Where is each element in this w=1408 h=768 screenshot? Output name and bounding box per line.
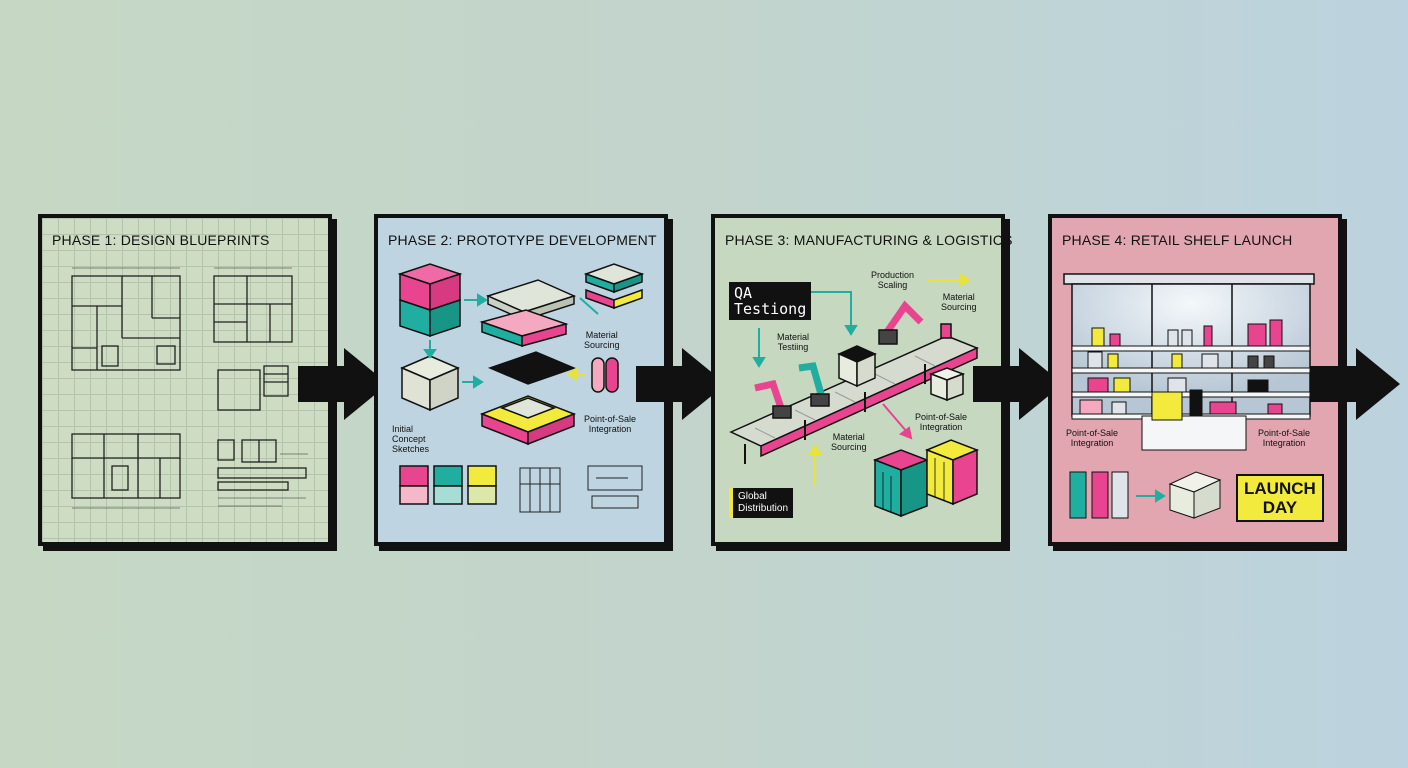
prototype-illustrations xyxy=(397,263,645,513)
point-of-sale-right-label: Point-of-Sale Integration xyxy=(1258,428,1310,448)
point-of-sale-left-label: Point-of-Sale Integration xyxy=(1066,428,1118,448)
point-of-sale-text: Point-of-Sale Integration xyxy=(584,414,637,434)
global-distribution-badge: Global Distribution xyxy=(729,488,794,518)
arrow-4-exit xyxy=(1310,348,1400,420)
phase-1-panel: PHASE 1: DESIGN BLUEPRINTS xyxy=(38,214,332,546)
phase-3-panel: PHASE 3: MANUFACTURING & LOGISTICS xyxy=(711,214,1012,546)
point-of-sale-right-text: Point-of-Sale Integration xyxy=(1258,428,1311,448)
material-sourcing-top-text: Material Sourcing xyxy=(941,292,977,312)
material-sourcing-text: Material Sourcing xyxy=(584,330,620,350)
retail-shelf-illustration xyxy=(1063,273,1315,519)
arrow-3-to-4 xyxy=(973,348,1063,420)
initial-concept-text: Initial Concept Sketches xyxy=(392,424,430,454)
arrow-2-to-3 xyxy=(636,348,726,420)
manufacturing-illustration xyxy=(729,273,980,518)
phase-1-title: PHASE 1: DESIGN BLUEPRINTS xyxy=(52,232,270,248)
phase-4-title: PHASE 4: RETAIL SHELF LAUNCH xyxy=(1062,232,1293,248)
material-sourcing-bottom-text: Material Sourcing xyxy=(831,432,867,452)
point-of-sale-label: Point-of-Sale Integration xyxy=(584,414,636,434)
phase-2-title: PHASE 2: PROTOTYPE DEVELOPMENT xyxy=(388,232,657,248)
material-sourcing-bottom-label: Material Sourcing xyxy=(831,432,867,452)
phase-4-panel: PHASE 4: RETAIL SHELF LAUNCH xyxy=(1048,214,1342,546)
qa-testing-text: QA Testiong xyxy=(734,284,807,318)
point-of-sale-left-text: Point-of-Sale Integration xyxy=(1066,428,1119,448)
material-sourcing-label: Material Sourcing xyxy=(584,330,620,350)
blueprint-drawings xyxy=(71,267,308,509)
arrow-1-to-2 xyxy=(298,348,388,420)
phase-3-title: PHASE 3: MANUFACTURING & LOGISTICS xyxy=(725,232,1013,248)
point-of-sale-label: Point-of-Sale Integration xyxy=(915,412,967,432)
production-scaling-label: Production Scaling xyxy=(871,270,914,290)
production-scaling-text: Production Scaling xyxy=(871,270,915,290)
material-testing-text: Material Testiing xyxy=(777,332,810,352)
launch-day-badge: LAUNCH DAY xyxy=(1236,474,1324,522)
material-sourcing-top-label: Material Sourcing xyxy=(941,292,977,312)
material-testing-label: Material Testiing xyxy=(777,332,809,352)
launch-day-text: LAUNCH DAY xyxy=(1244,479,1316,517)
global-distribution-text: Global Distribution xyxy=(738,491,789,514)
point-of-sale-text: Point-of-Sale Integration xyxy=(915,412,968,432)
qa-testing-badge: QA Testiong xyxy=(729,282,812,320)
phase-2-panel: PHASE 2: PROTOTYPE DEVELOPMENT xyxy=(374,214,668,546)
initial-concept-label: Initial Concept Sketches xyxy=(392,424,429,454)
